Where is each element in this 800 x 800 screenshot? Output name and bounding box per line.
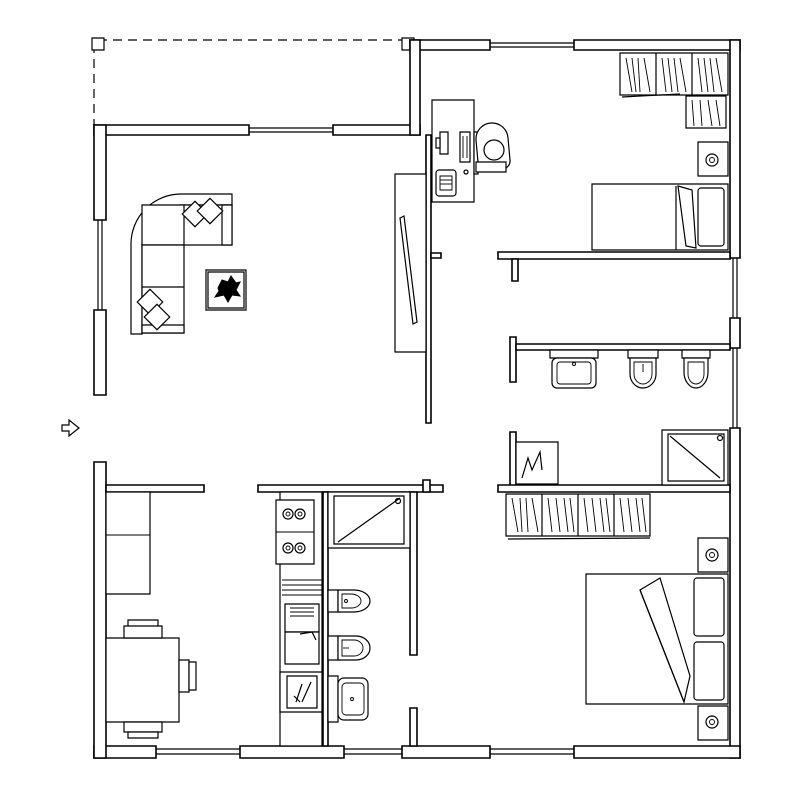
- bidet-icon: [328, 636, 370, 660]
- window-bottom-middle: [344, 749, 402, 754]
- window-bottom-right: [490, 749, 574, 754]
- shower-icon: [662, 430, 728, 485]
- study-bedroom: [432, 53, 728, 250]
- nightstand-top-icon: [698, 538, 728, 572]
- coffee-table-icon: [206, 270, 246, 310]
- bidet-icon: [628, 350, 658, 388]
- kitchen-counter-icon: [276, 492, 322, 746]
- master-bedroom: [506, 442, 728, 740]
- window-top-study: [490, 43, 574, 47]
- sink-icon: [328, 676, 368, 722]
- window-left-living: [98, 220, 102, 310]
- exterior-walls: [94, 40, 740, 758]
- bathroom-right: [550, 350, 728, 485]
- windows: [98, 43, 737, 754]
- window-bottom-left: [156, 749, 240, 754]
- window-top-living: [249, 128, 333, 132]
- corner-sofa-icon: [131, 194, 232, 334]
- desk-icon: [432, 100, 478, 202]
- arrow-right-outline-icon: [62, 420, 79, 436]
- nightstand-bottom-icon: [698, 706, 728, 740]
- double-bed-icon: [586, 574, 728, 704]
- single-bed-icon: [592, 184, 728, 250]
- dresser-icon: [516, 442, 558, 484]
- shower-icon: [328, 492, 410, 548]
- counter-icon: [106, 492, 150, 594]
- toilet-icon: [682, 350, 710, 388]
- nightstand-icon: [698, 142, 728, 176]
- tv-unit-icon: [395, 174, 426, 352]
- bookshelf-icon: [506, 494, 650, 539]
- toilet-icon: [328, 590, 370, 612]
- window-right-bath: [733, 348, 737, 428]
- kitchen-dining: [106, 492, 322, 746]
- interior-walls: [106, 135, 730, 746]
- desk-chair-icon: [476, 123, 510, 172]
- sink-icon: [550, 350, 598, 388]
- window-right-upper: [733, 258, 737, 318]
- bathroom-left: [328, 492, 410, 722]
- terrace: [92, 38, 414, 125]
- living-room: [131, 174, 426, 352]
- bookshelf-icon: [620, 53, 728, 128]
- dining-table-icon: [106, 620, 196, 738]
